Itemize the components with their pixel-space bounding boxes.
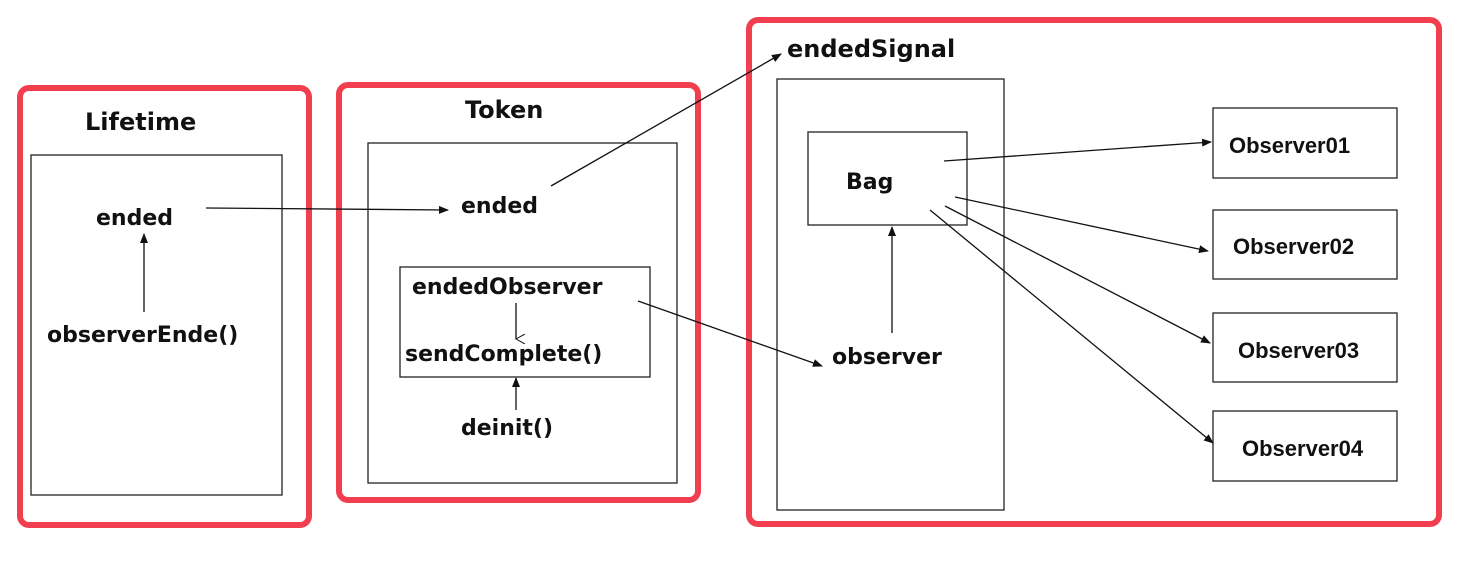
ended-observer-box [399,266,651,378]
ended-observer-to-signal-observer-arrow [637,300,823,367]
bag-to-observer01-arrow [943,138,1212,162]
token-title: Token [465,96,543,124]
lifetime-ended-label: ended [96,206,173,231]
ended-signal-title: endedSignal [787,35,955,63]
observer03-label: Observer03 [1238,338,1359,363]
lifetime-title: Lifetime [85,108,196,136]
bag-to-observer04-arrow [929,209,1214,444]
observer04-box [1212,410,1398,482]
ended-signal-group: endedSignal Bag observer Observer01 Obse… [746,17,1442,527]
observer02-label: Observer02 [1233,234,1354,259]
lifetime-ended-to-token-ended-arrow [205,205,449,214]
deinit-label: deinit() [461,416,553,441]
send-complete-label: sendComplete() [405,342,602,367]
observer02-box [1212,209,1398,280]
signal-observer-label: observer [832,345,942,370]
observer01-label: Observer01 [1229,133,1350,158]
token-group: Token ended endedObserver sendComplete()… [336,82,701,503]
lifetime-box [30,154,283,496]
lifetime-group: Lifetime ended observerEnde() [17,85,312,528]
bag-label: Bag [846,170,893,195]
ended-signal-frame [746,17,1442,527]
lifetime-observer-ende-label: observerEnde() [47,323,238,348]
token-frame [336,82,701,503]
token-ended-to-ended-signal-arrow [550,53,782,187]
bag-to-observer02-arrow [954,196,1209,254]
bag-box [807,131,968,226]
observer01-box [1212,107,1398,179]
ended-observer-label: endedObserver [412,275,603,300]
observer04-label: Observer04 [1242,436,1364,461]
observer03-box [1212,312,1398,383]
lifetime-frame [17,85,312,528]
token-ended-label: ended [461,194,538,219]
bag-to-observer03-arrow [944,205,1211,344]
